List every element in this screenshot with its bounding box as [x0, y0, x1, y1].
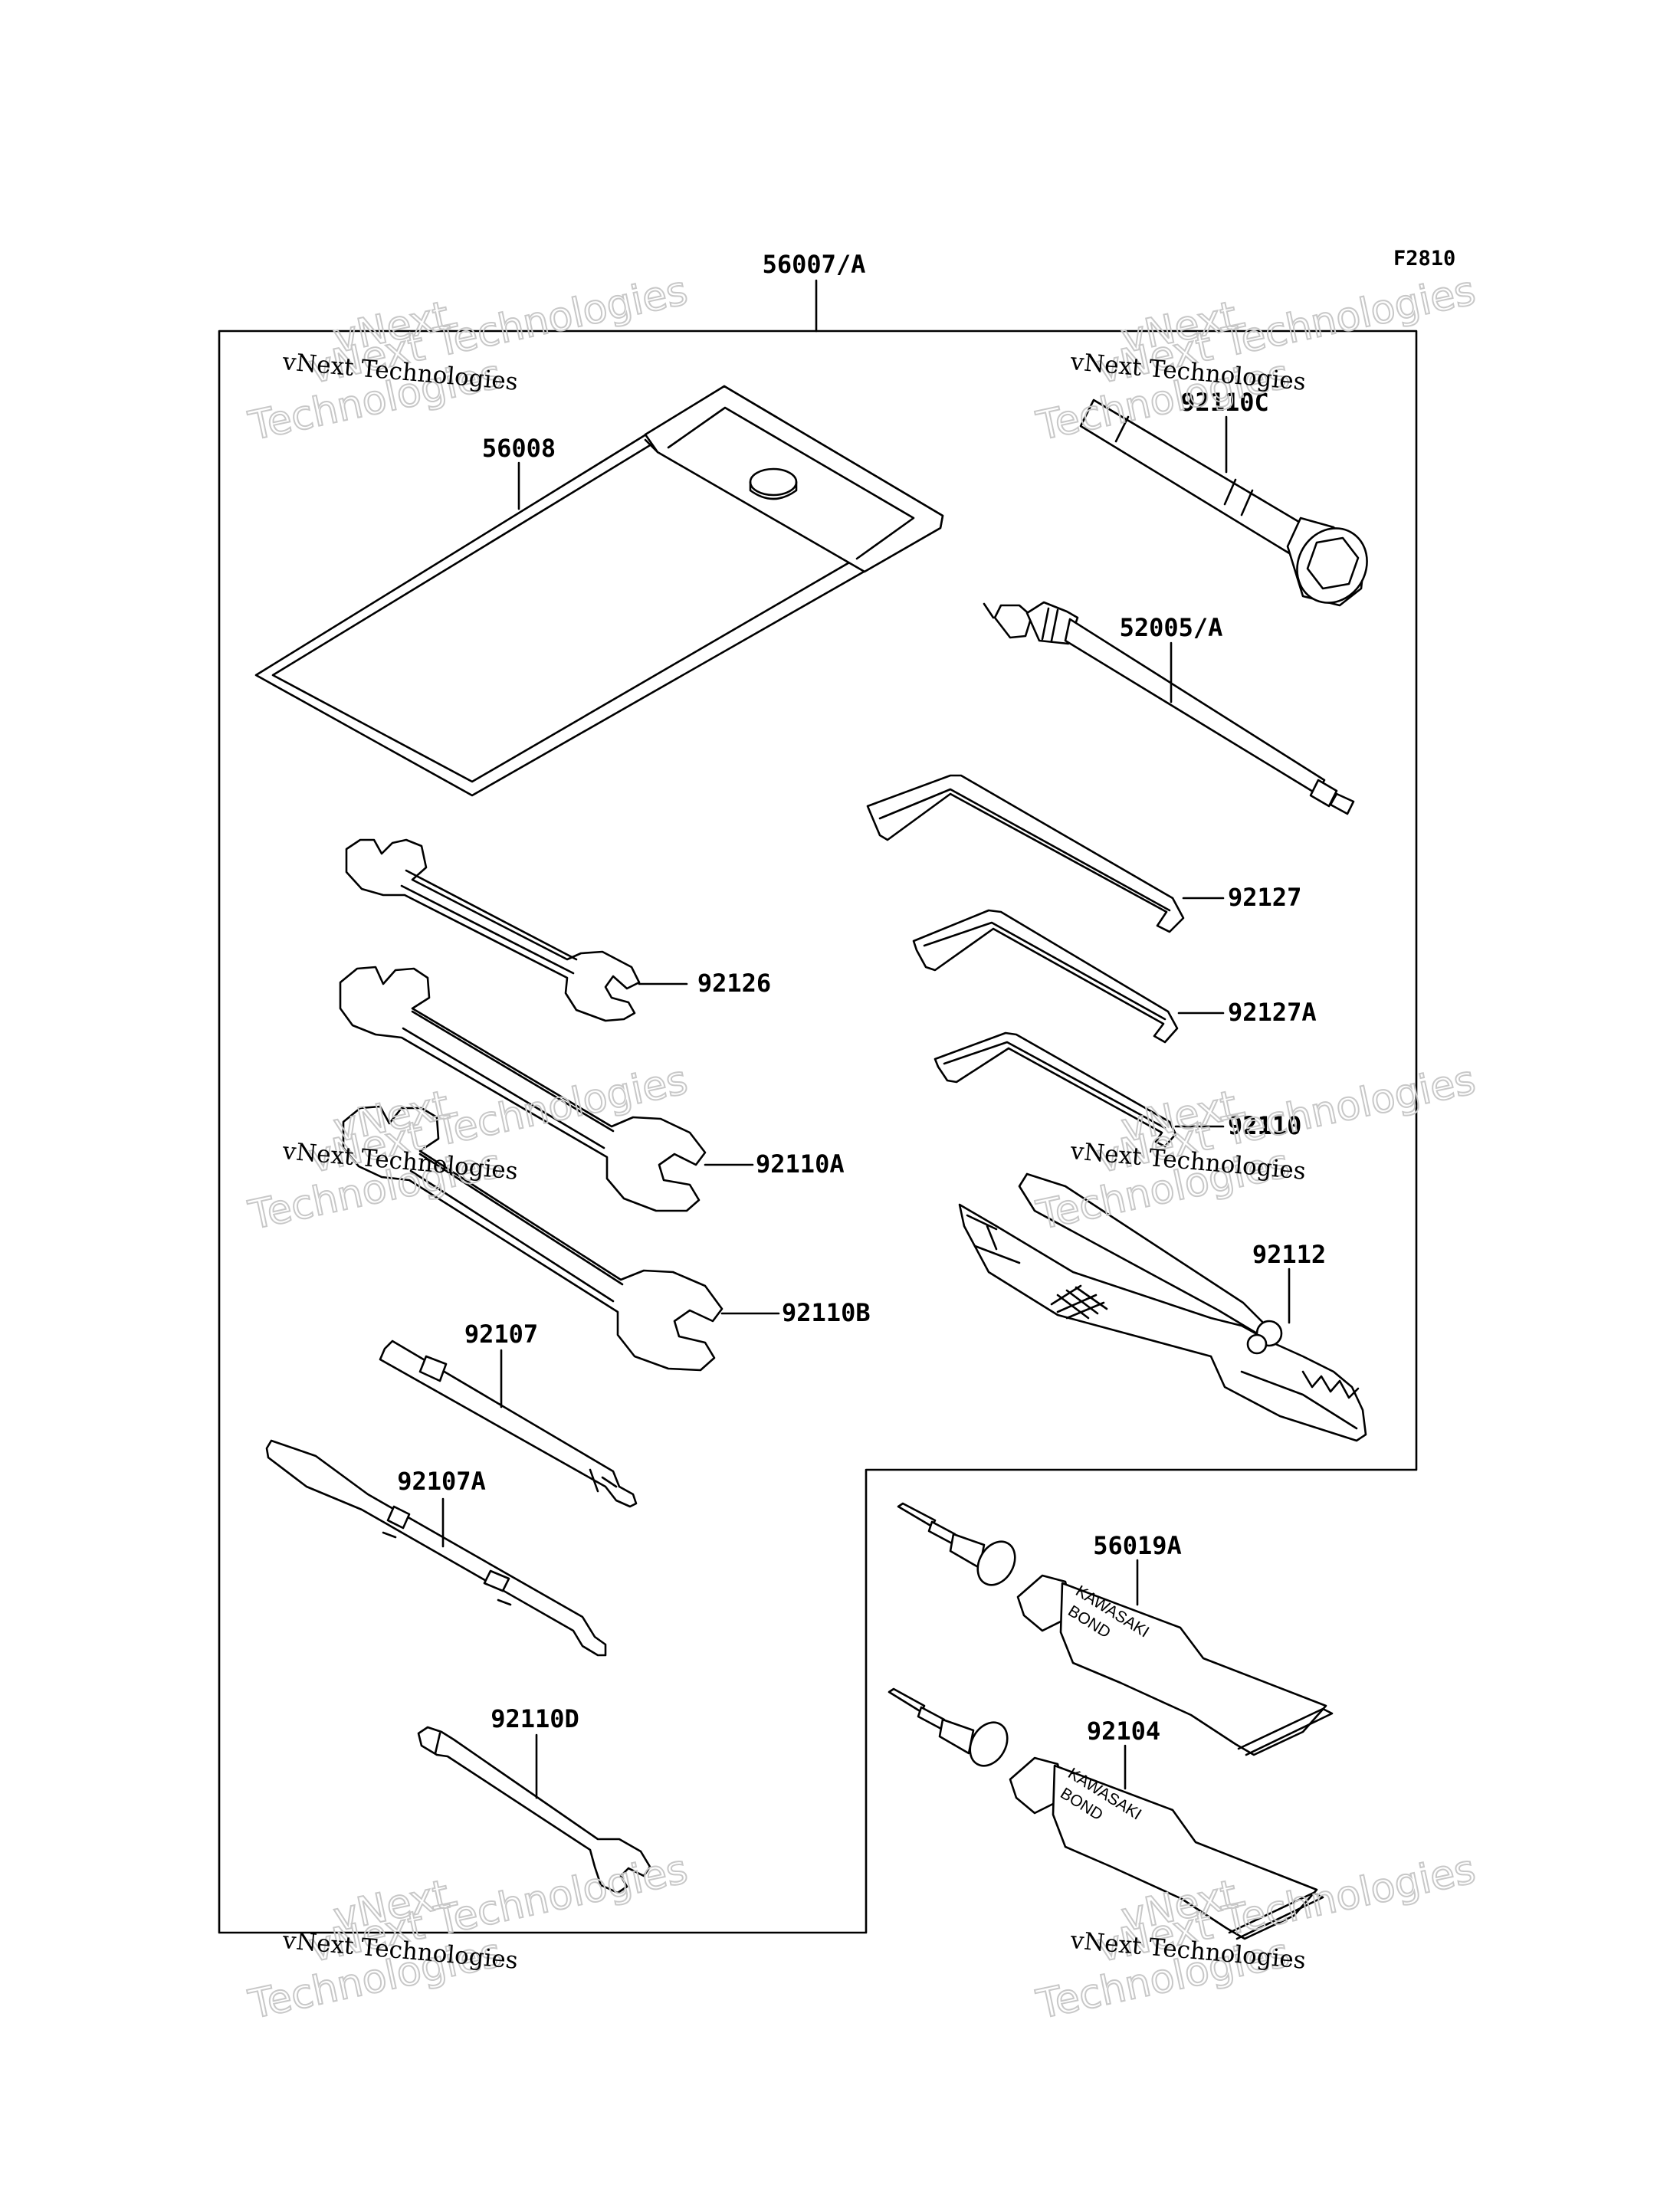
- label-pliers: 92112: [1252, 1240, 1326, 1269]
- pliers: [958, 1172, 1367, 1442]
- label-extension-handle: 52005/A: [1120, 613, 1223, 642]
- hex-wrench-large: [866, 774, 1185, 933]
- label-hex-wrench-large: 92127: [1228, 883, 1301, 912]
- label-tool-kit: 56007/A: [763, 250, 866, 279]
- label-wrench-large: 92110B: [782, 1298, 871, 1327]
- label-wrench-small: 92126: [697, 969, 771, 998]
- label-tool-bag: 56008: [482, 434, 556, 463]
- kit-frame: [218, 330, 1418, 1934]
- hex-wrench-small: [934, 1031, 1177, 1148]
- label-bond-upper: 56019A: [1093, 1531, 1182, 1560]
- screwdriver-bit: [379, 1340, 638, 1508]
- label-screwdriver-double: 92107A: [397, 1467, 486, 1496]
- wrench-small: [345, 838, 641, 1022]
- watermark-5: vNext Technologies vNext Technologies vN…: [244, 1846, 692, 2029]
- spoke-wrench: [417, 1726, 651, 1894]
- hex-wrench-medium: [912, 909, 1179, 1044]
- figure-id: F2810: [1393, 247, 1455, 271]
- label-screwdriver-bit: 92107: [464, 1320, 538, 1349]
- plug-wrench: [1079, 398, 1368, 607]
- wrench-medium: [339, 966, 707, 1212]
- label-hex-wrench-medium: 92127A: [1228, 998, 1317, 1027]
- bond-tube-upper: [897, 1502, 1334, 1756]
- watermark-1: vNext Technologies vNext Technologies vN…: [244, 267, 692, 451]
- label-spoke-wrench: 92110D: [491, 1704, 579, 1733]
- bond-tube-lower: [888, 1687, 1324, 1940]
- label-wrench-medium: 92110A: [756, 1149, 845, 1179]
- tool-bag: [254, 385, 944, 797]
- screwdriver-double: [265, 1439, 607, 1657]
- watermark-2: vNext Technologies vNext Technologies vN…: [1032, 267, 1480, 451]
- extension-handle: [983, 601, 1355, 815]
- label-plug-wrench: 92110C: [1180, 388, 1269, 417]
- label-hex-wrench-small: 92110: [1228, 1111, 1301, 1140]
- label-bond-lower: 92104: [1087, 1717, 1160, 1746]
- wrench-large: [342, 1105, 724, 1372]
